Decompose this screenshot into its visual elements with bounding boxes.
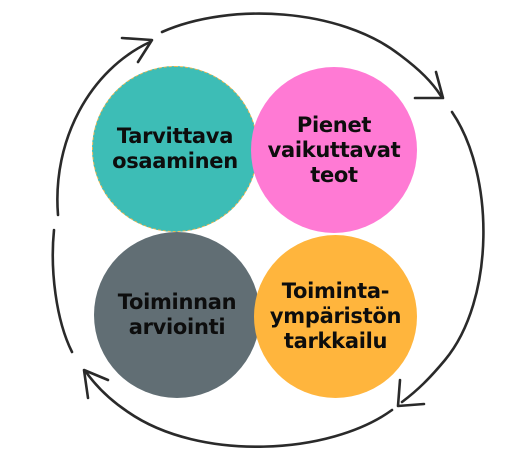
arrowheads: [82, 36, 445, 408]
arrow-left-arc: [51, 228, 74, 354]
arrow-top-left-arc: [56, 40, 152, 217]
arrow-loop: [51, 12, 485, 448]
node-label-tarvittava-osaaminen: Tarvittava osaaminen: [112, 124, 238, 173]
node-toiminnan-arviointi: Toiminnan arviointi: [94, 232, 260, 398]
arrow-top-arc: [160, 12, 443, 98]
arrowhead-bottom-right-icon: [396, 378, 426, 408]
arrow-bottom-arc: [84, 370, 394, 448]
arrow-right-arc: [400, 110, 485, 404]
node-label-toimintaympariston-tarkkailu: Toiminta- ympäristön tarkkailu: [269, 279, 402, 353]
node-label-pienet-vaikuttavat-teot: Pienet vaikuttavat teot: [267, 112, 401, 187]
node-tarvittava-osaaminen: Tarvittava osaaminen: [92, 66, 258, 232]
arrowhead-top-right-icon: [413, 70, 445, 100]
node-toimintaympariston-tarkkailu: Toiminta- ympäristön tarkkailu: [254, 235, 417, 398]
node-label-toiminnan-arviointi: Toiminnan arviointi: [117, 290, 237, 339]
arrowhead-top-left-icon: [120, 36, 154, 64]
node-pienet-vaikuttavat-teot: Pienet vaikuttavat teot: [251, 67, 417, 233]
arrowhead-bottom-left-icon: [82, 368, 110, 400]
